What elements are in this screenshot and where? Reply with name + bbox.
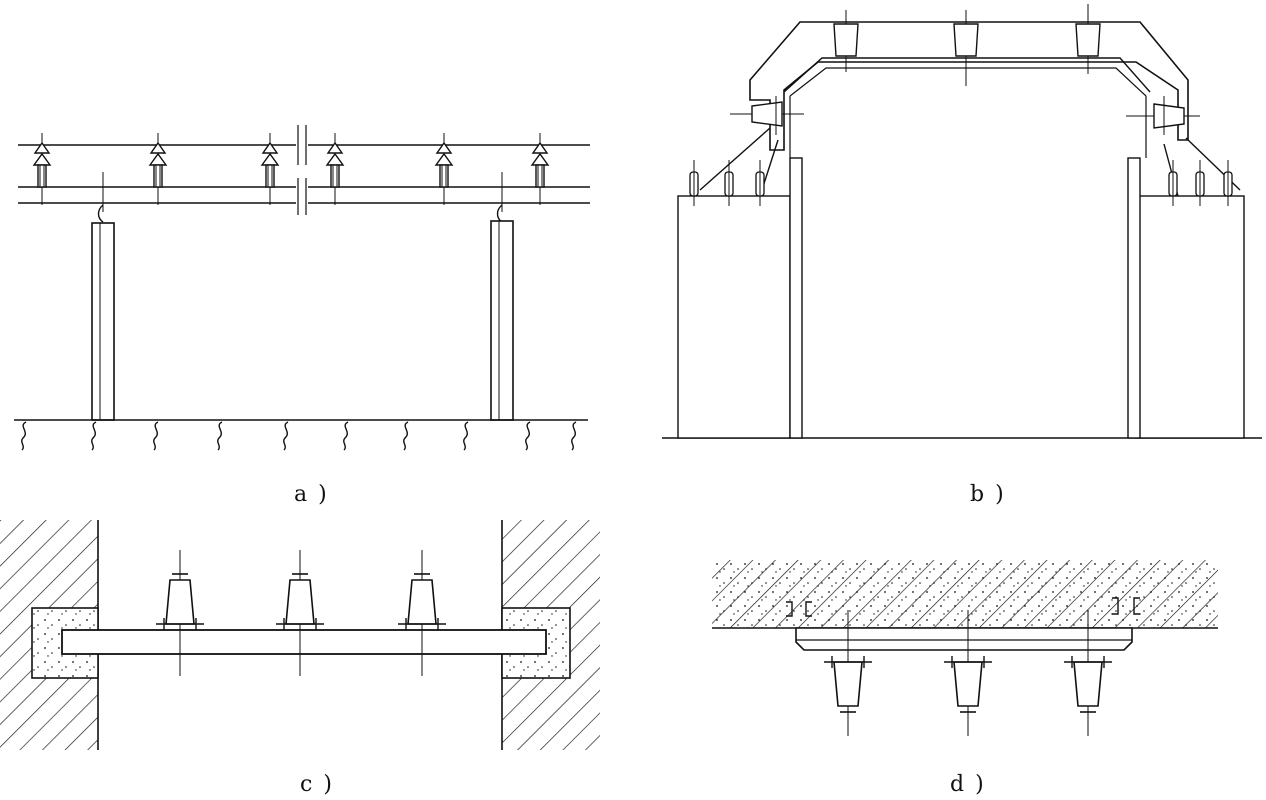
caption-c: c ) <box>300 772 334 797</box>
panel-a-insulator <box>149 132 167 206</box>
panel-a-insulator <box>261 132 279 206</box>
panel-c-support-beam <box>61 629 547 655</box>
caption-d: d ) <box>950 772 986 797</box>
panel-b-insulator-top <box>833 4 1101 86</box>
panel-d-drawing <box>712 560 1218 737</box>
panel-c-post-insulator <box>275 549 325 677</box>
panel-a-column-right <box>490 172 514 421</box>
panel-b-insulator-side <box>730 96 1200 135</box>
panel-b-bolt <box>689 160 1233 206</box>
panel-c-post-insulator <box>155 549 205 677</box>
panel-a-ground-hatch <box>21 421 577 451</box>
panel-c-drawing <box>0 520 600 750</box>
panel-b-wall-right <box>1137 195 1245 439</box>
caption-a: a ) <box>294 482 329 507</box>
panel-a-insulator <box>33 132 51 206</box>
panel-a-insulator <box>531 132 549 206</box>
panel-b-drawing <box>662 4 1262 439</box>
panel-b-wall-left <box>677 195 791 439</box>
panel-d-support-beam <box>795 627 1133 651</box>
panel-a-column-left <box>91 172 115 421</box>
caption-b: b ) <box>970 482 1006 507</box>
panel-c-post-insulator <box>397 549 447 677</box>
panel-a-insulator <box>326 132 344 206</box>
panel-a-drawing <box>14 120 590 451</box>
panel-a-insulator <box>435 132 453 206</box>
